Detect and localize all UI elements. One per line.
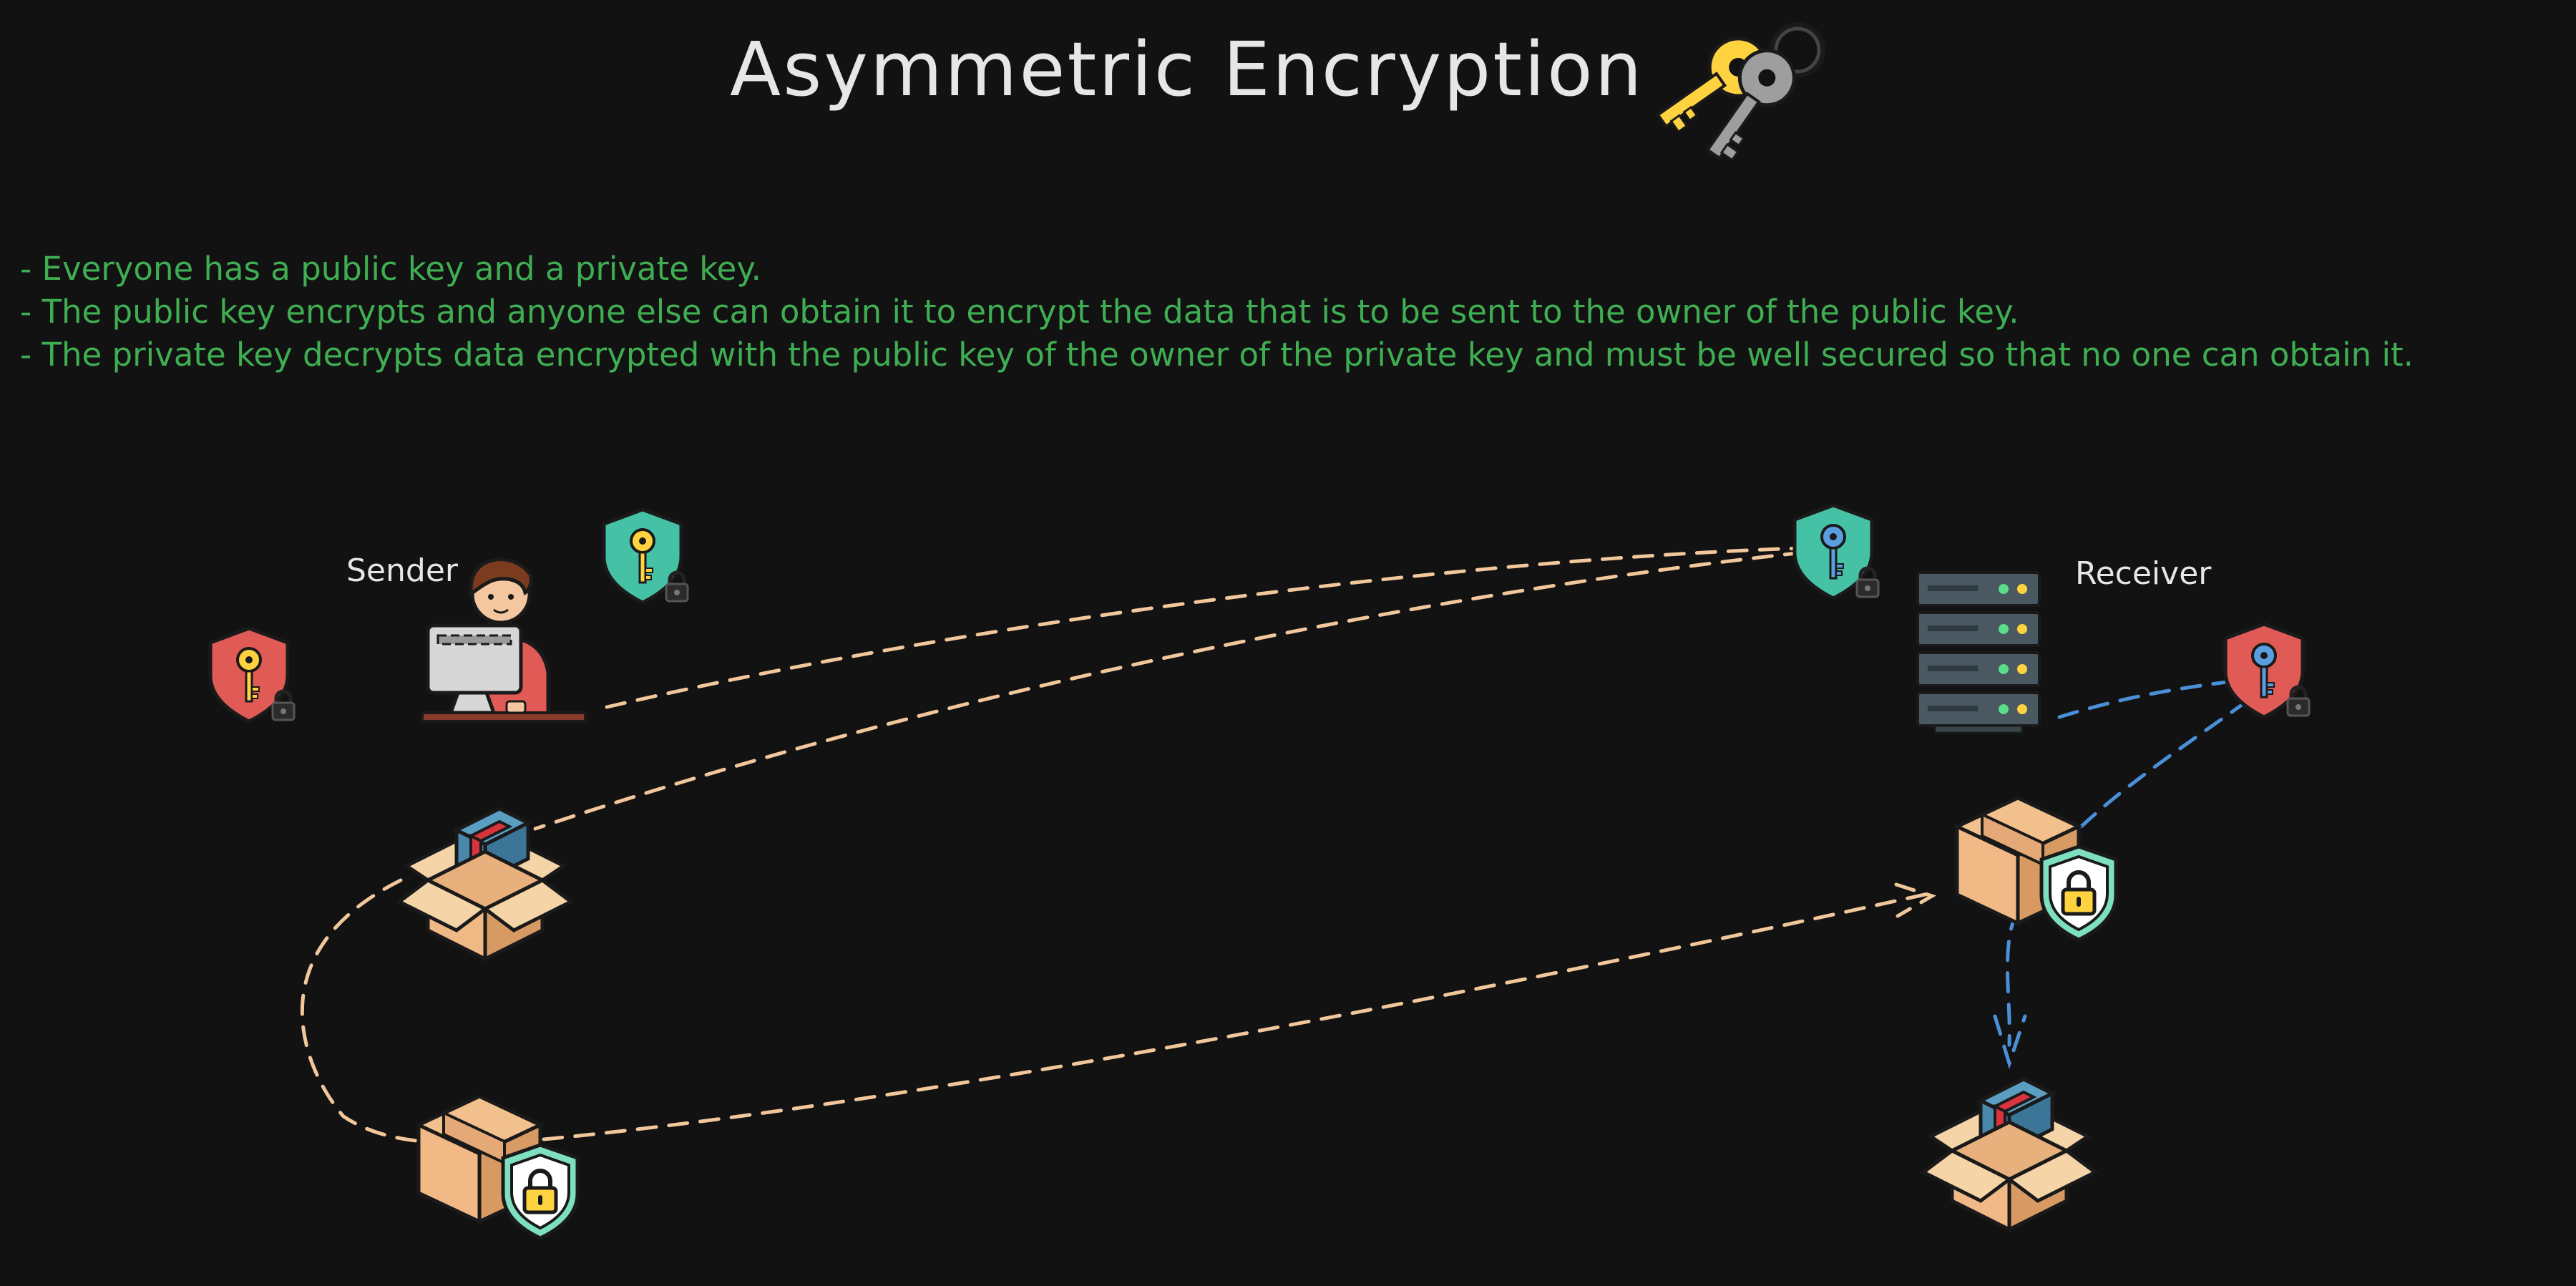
receiver-private-key-shield-icon (2225, 624, 2309, 717)
note-item: - The private key decrypts data encrypte… (20, 336, 2414, 374)
locked-box-icon (419, 1096, 577, 1238)
server-rack-icon (1916, 571, 2041, 734)
public-key-to-sender-path (605, 546, 1804, 709)
receiver-label: Receiver (2075, 555, 2212, 592)
sender-private-key-shield-icon (210, 628, 294, 721)
keys-icon (1656, 22, 1825, 162)
note-item: - Everyone has a public key and a privat… (20, 250, 761, 288)
arrowhead (1894, 882, 1937, 918)
server-to-private-key-path (2057, 679, 2235, 719)
sender-label: Sender (346, 552, 458, 589)
public-key-to-box-path (533, 550, 1805, 831)
arrowhead (1993, 1014, 2027, 1070)
page-title: Asymmetric Encryption (730, 26, 1644, 113)
locked-box-to-receiver-path (542, 892, 1927, 1141)
notes-list: - Everyone has a public key and a privat… (20, 248, 2414, 376)
note-item: - The public key encrypts and anyone els… (20, 293, 2019, 331)
receiver-public-key-shield-icon (1795, 505, 1878, 598)
person-at-computer-icon (421, 557, 587, 723)
open-box-icon (399, 809, 571, 959)
sender-public-key-shield-icon (604, 510, 688, 603)
sender-public-key-path (300, 546, 1937, 1145)
open-box-icon (1923, 1079, 2095, 1229)
locked-box-icon (1957, 798, 2116, 940)
